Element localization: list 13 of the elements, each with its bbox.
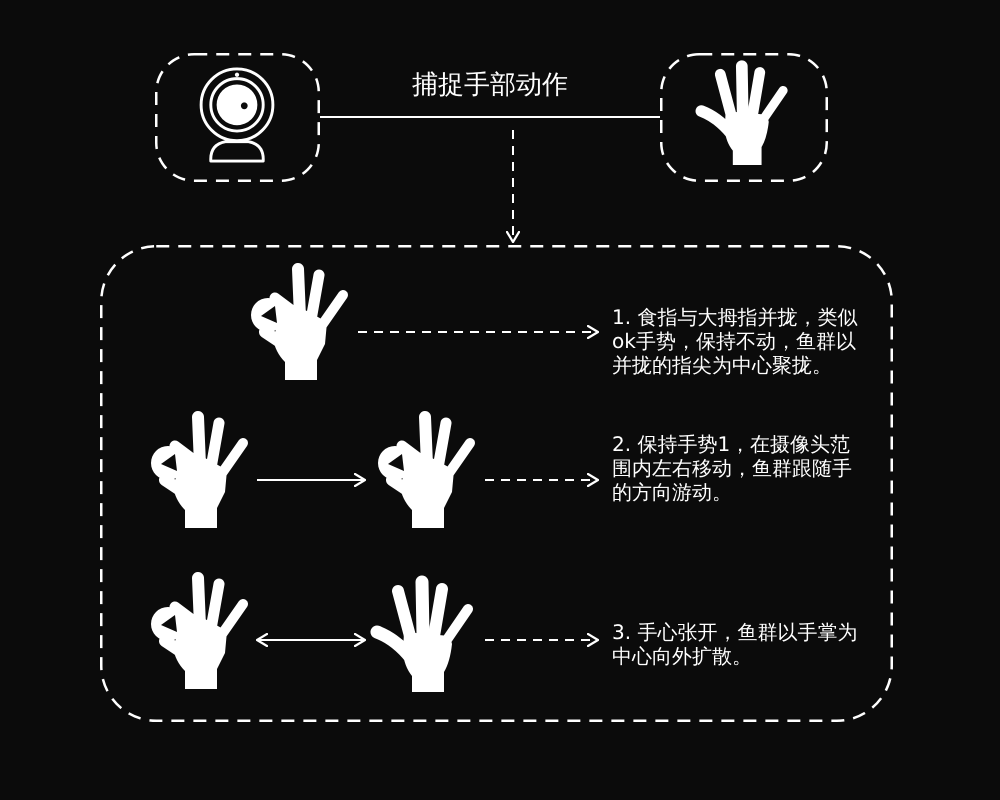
dashed-arrow <box>358 324 600 340</box>
connector-line <box>320 116 660 118</box>
instruction-text: 2. 保持手势1，在摄像头范围内左右移动，鱼群跟随手的方向游动。 <box>612 432 862 504</box>
dashed-arrow <box>485 632 600 648</box>
dashed-frame <box>100 245 893 722</box>
dashed-arrow <box>506 130 520 244</box>
dashed-frame <box>155 53 320 182</box>
arrow <box>257 472 366 488</box>
dashed-arrow <box>485 472 600 488</box>
double-arrow <box>256 632 366 648</box>
instruction-text: 1. 食指与大拇指并拢，类似ok手势，保持不动，鱼群以并拢的指尖为中心聚拢。 <box>612 305 862 377</box>
instruction-text: 3. 手心张开，鱼群以手掌为中心向外扩散。 <box>612 620 862 668</box>
dashed-frame <box>660 53 828 182</box>
